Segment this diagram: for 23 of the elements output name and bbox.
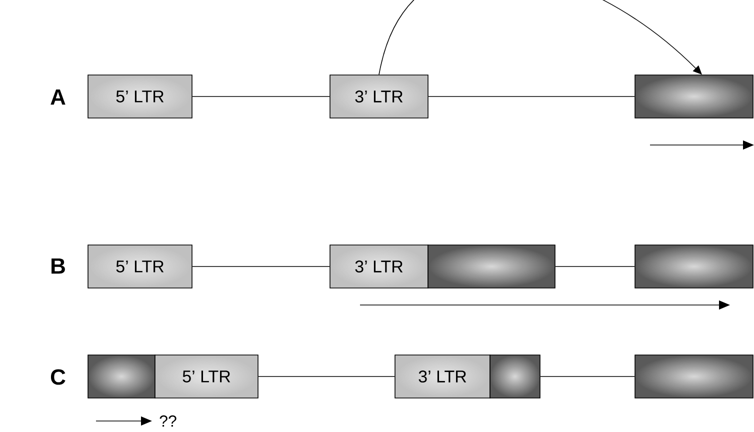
connector-line	[540, 376, 635, 377]
gene-box	[490, 354, 540, 398]
connector-line	[192, 266, 330, 267]
row-letter: A	[50, 89, 66, 105]
gene-box	[634, 354, 754, 398]
ltr-box: 5’ LTR	[88, 74, 192, 118]
ltr-box: 5’ LTR	[88, 244, 192, 288]
ltr-box: 5’ LTR	[154, 354, 258, 398]
gene-box	[634, 74, 754, 118]
question-marks: ??	[160, 415, 176, 427]
gene-box	[634, 244, 754, 288]
connector-line	[258, 376, 395, 377]
ltr-box: 3’ LTR	[330, 74, 428, 118]
connector-line	[192, 96, 330, 97]
gene-box	[428, 244, 556, 288]
ltr-box: 3’ LTR	[330, 244, 428, 288]
gene-box	[88, 354, 156, 398]
connector-line	[428, 96, 635, 97]
curved-arrow	[378, 0, 702, 75]
row-letter: C	[50, 369, 66, 385]
ltr-box: 3’ LTR	[394, 354, 490, 398]
row-letter: B	[52, 258, 65, 274]
connector-line	[555, 266, 635, 267]
